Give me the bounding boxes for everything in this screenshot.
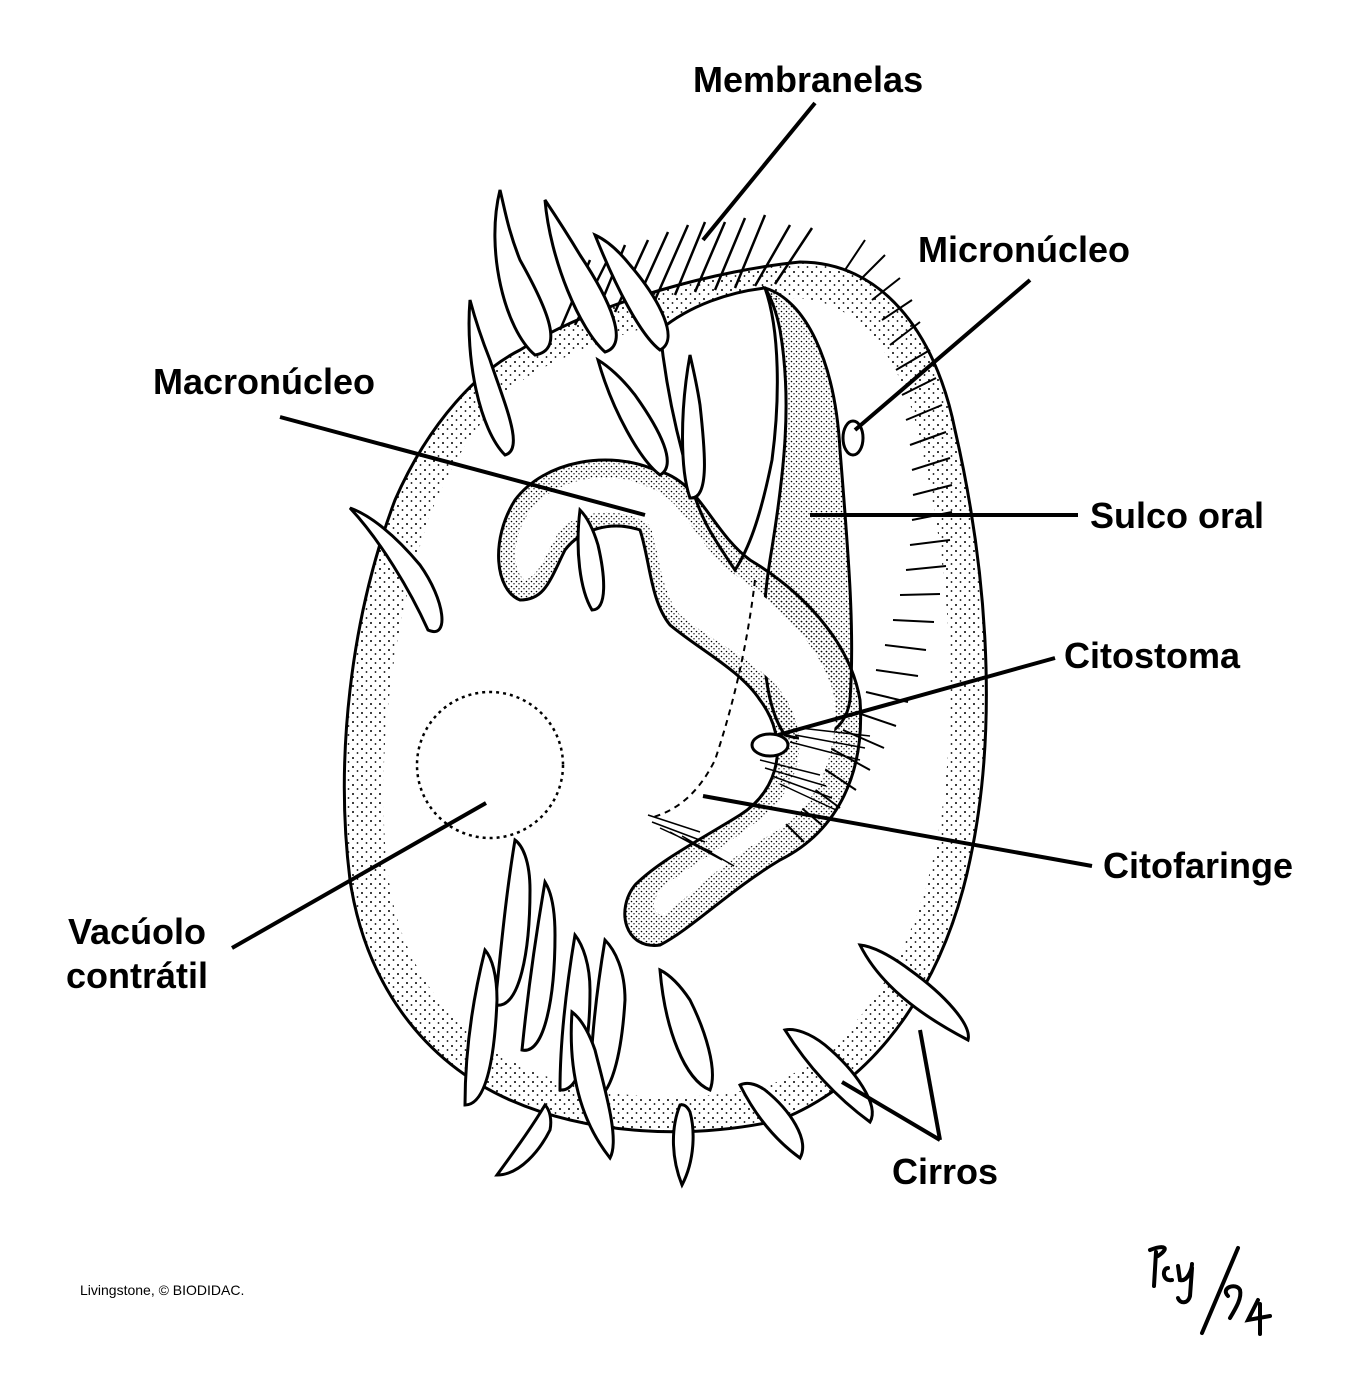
cytostome xyxy=(750,732,790,758)
leader-cirros-a xyxy=(840,1080,942,1142)
cirrus xyxy=(493,837,532,1007)
cirrus xyxy=(569,1009,615,1161)
cirrus xyxy=(576,506,606,612)
leader-cirros-b xyxy=(918,1029,942,1141)
leader-macronucleo xyxy=(279,415,646,517)
cirrus xyxy=(494,1102,553,1177)
leader-vacuolo xyxy=(231,801,487,950)
cytopharynx-dashed xyxy=(649,579,756,819)
label-citostoma: Citostoma xyxy=(1064,635,1241,676)
contractile-vacuole xyxy=(415,690,565,840)
cirrus xyxy=(857,943,970,1043)
leader-citostoma xyxy=(777,656,1056,737)
label-vacuolo-line1: Vacúolo xyxy=(68,911,207,952)
cirrus xyxy=(681,354,706,500)
label-membranelas: Membranelas xyxy=(693,59,924,100)
leader-lines xyxy=(231,101,1093,1142)
cirrus xyxy=(595,356,669,477)
cirrus xyxy=(520,877,557,1052)
cirrus xyxy=(467,299,515,457)
cirrus xyxy=(592,232,670,352)
cirri-group xyxy=(348,189,970,1189)
cirrus xyxy=(672,1103,695,1189)
cytopharynx-cilia xyxy=(647,727,871,867)
cirrus xyxy=(543,199,618,354)
label-sulco-oral: Sulco oral xyxy=(1090,495,1265,536)
artist-signature xyxy=(1148,1245,1272,1336)
label-vacuolo-line2: contrátil xyxy=(66,955,209,996)
cirrus xyxy=(348,506,444,634)
cirrus xyxy=(463,946,499,1107)
label-micronucleo: Micronúcleo xyxy=(918,229,1131,270)
leader-micronucleo xyxy=(853,278,1032,432)
label-cirros: Cirros xyxy=(892,1151,999,1192)
cirrus xyxy=(493,189,553,357)
leader-membranelas xyxy=(701,101,817,242)
leader-citofaringe xyxy=(702,794,1093,868)
label-macronucleo: Macronúcleo xyxy=(153,361,376,402)
cirrus xyxy=(782,1028,874,1125)
cirrus xyxy=(658,967,714,1092)
macronucleus-inner xyxy=(515,477,836,915)
label-citofaringe: Citofaringe xyxy=(1103,845,1294,886)
cirrus xyxy=(737,1081,805,1161)
credit-line: Livingstone, © BIODIDAC. xyxy=(80,1282,245,1298)
